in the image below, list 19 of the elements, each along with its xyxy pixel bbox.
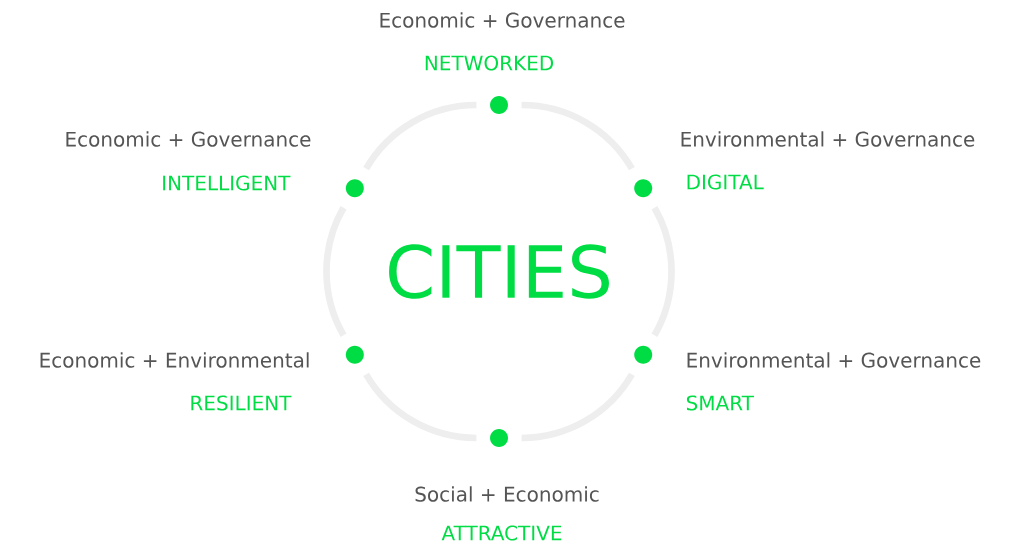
city-type-label: DIGITAL [687,174,764,190]
pillar-label: Environmental + Governance [687,352,981,368]
city-type-label: RESILIENT [191,395,292,411]
dot [345,345,364,364]
city-type-label: INTELLIGENT [163,175,291,191]
pillar-label: Environmental + Governance [681,131,975,147]
pillar-label: Social + Economic [415,486,599,502]
dot [345,179,364,198]
center-title: CITIES [389,244,609,299]
dot [634,179,653,198]
dot [490,429,508,447]
dot [634,345,653,364]
city-type-label: ATTRACTIVE [441,525,562,541]
pillar-label: Economic + Governance [66,131,311,147]
city-type-label: NETWORKED [425,55,554,71]
dot [490,96,508,114]
pillar-label: Economic + Environmental [40,352,309,368]
pillar-label: Economic + Governance [380,12,625,28]
city-type-label: SMART [686,395,754,411]
